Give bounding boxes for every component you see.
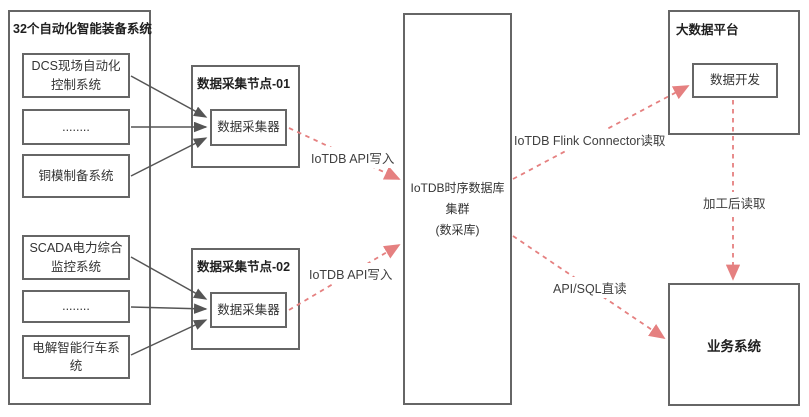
data-collector-label: 数据采集器	[217, 302, 280, 317]
system-label: ........	[62, 119, 90, 134]
data-collector-label: 数据采集器	[217, 120, 280, 135]
bigdata-platform-title: 大数据平台	[676, 23, 739, 37]
system-label: 电解智能行车系统	[32, 340, 120, 373]
data-collector-01-box: 数据采集器	[210, 109, 287, 146]
data-collector-02-box: 数据采集器	[210, 292, 287, 328]
edge-label-api-write-1: IoTDB API写入	[309, 147, 397, 168]
business-system-title: 业务系统	[707, 338, 761, 354]
system-label: ........	[62, 299, 90, 314]
iotdb-cluster-line1: IoTDB时序数据库	[410, 180, 505, 195]
data-dev-box: 数据开发	[692, 63, 778, 98]
iotdb-cluster-line2: 集群	[445, 201, 470, 216]
system-box-scada: SCADA电力综合监控系统	[22, 235, 130, 280]
system-label: 铜模制备系统	[38, 168, 114, 183]
business-system-box: 业务系统	[668, 283, 800, 406]
system-label: DCS现场自动化控制系统	[31, 59, 121, 92]
iotdb-cluster-line3: (数采库)	[435, 222, 480, 237]
equipment-group-title: 32个自动化智能装备系统	[13, 22, 152, 36]
system-box-dots-2: ........	[22, 290, 130, 323]
data-dev-label: 数据开发	[709, 73, 760, 88]
system-box-dcs: DCS现场自动化控制系统	[22, 53, 130, 98]
edge-label-api-write-2: IoTDB API写入	[307, 263, 395, 284]
edge-label-flink-read: IoTDB Flink Connector读取	[512, 129, 668, 150]
iotdb-cluster-box: IoTDB时序数据库 集群 (数采库)	[403, 13, 512, 405]
edge-label-processed-read: 加工后读取	[701, 192, 768, 213]
edge-label-api-sql-read: API/SQL直读	[551, 277, 629, 298]
system-label: SCADA电力综合监控系统	[29, 241, 123, 274]
system-box-electrolysis-crane: 电解智能行车系统	[22, 335, 130, 379]
collection-node-01-title: 数据采集节点-01	[197, 77, 291, 91]
system-box-dots-1: ........	[22, 109, 130, 145]
collection-node-02-title: 数据采集节点-02	[197, 260, 291, 274]
system-box-copper-mold: 铜模制备系统	[22, 154, 130, 198]
